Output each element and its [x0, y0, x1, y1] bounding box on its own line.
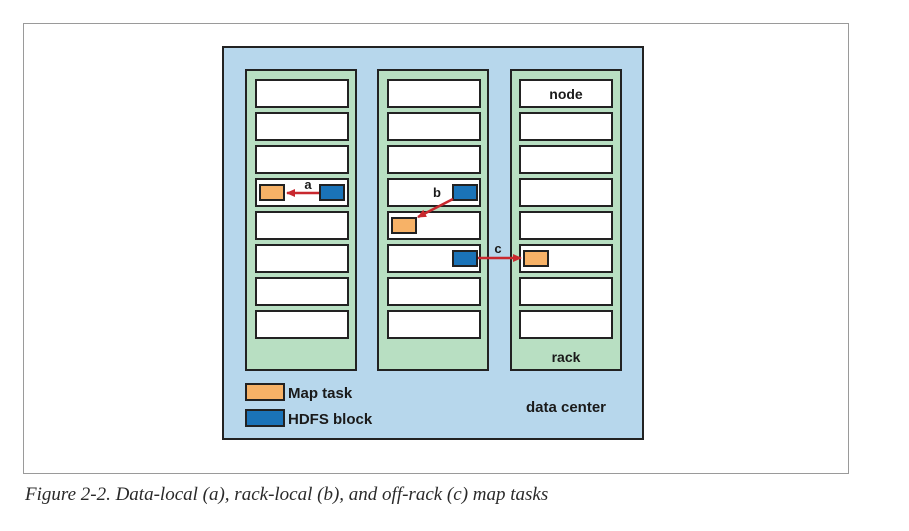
node	[387, 145, 481, 174]
map-task	[391, 217, 417, 234]
hdfs-block	[452, 184, 478, 201]
node	[387, 79, 481, 108]
hdfs-block	[452, 250, 478, 267]
node	[519, 178, 613, 207]
legend-map-task-swatch	[245, 383, 285, 401]
node	[255, 244, 349, 273]
legend: Map task HDFS block	[245, 383, 373, 428]
node	[519, 310, 613, 339]
legend-map-task-label: Map task	[288, 385, 353, 402]
node	[519, 79, 613, 108]
legend-hdfs-block-label: HDFS block	[288, 411, 373, 428]
node	[519, 211, 613, 240]
node	[255, 277, 349, 306]
node	[387, 310, 481, 339]
node	[255, 79, 349, 108]
node	[255, 211, 349, 240]
arrow-b	[417, 197, 454, 219]
node	[255, 145, 349, 174]
rack-3: node rack	[510, 69, 622, 371]
node	[387, 112, 481, 141]
arrow-a-label: a	[304, 177, 312, 192]
data-center-label: data center	[526, 399, 606, 416]
arrow-b-label: b	[433, 185, 441, 200]
rack-2	[377, 69, 489, 371]
node	[255, 112, 349, 141]
legend-hdfs-block-swatch	[245, 409, 285, 427]
node	[255, 310, 349, 339]
hdfs-block	[319, 184, 345, 201]
node	[387, 277, 481, 306]
map-task	[259, 184, 285, 201]
rack-label: rack	[552, 349, 581, 365]
node	[519, 277, 613, 306]
rack-1	[245, 69, 357, 371]
node	[519, 112, 613, 141]
arrow-c-label: c	[494, 241, 501, 256]
node	[519, 145, 613, 174]
map-task	[523, 250, 549, 267]
node-label: node	[549, 86, 583, 102]
figure-caption: Figure 2-2. Data-local (a), rack-local (…	[25, 484, 549, 505]
